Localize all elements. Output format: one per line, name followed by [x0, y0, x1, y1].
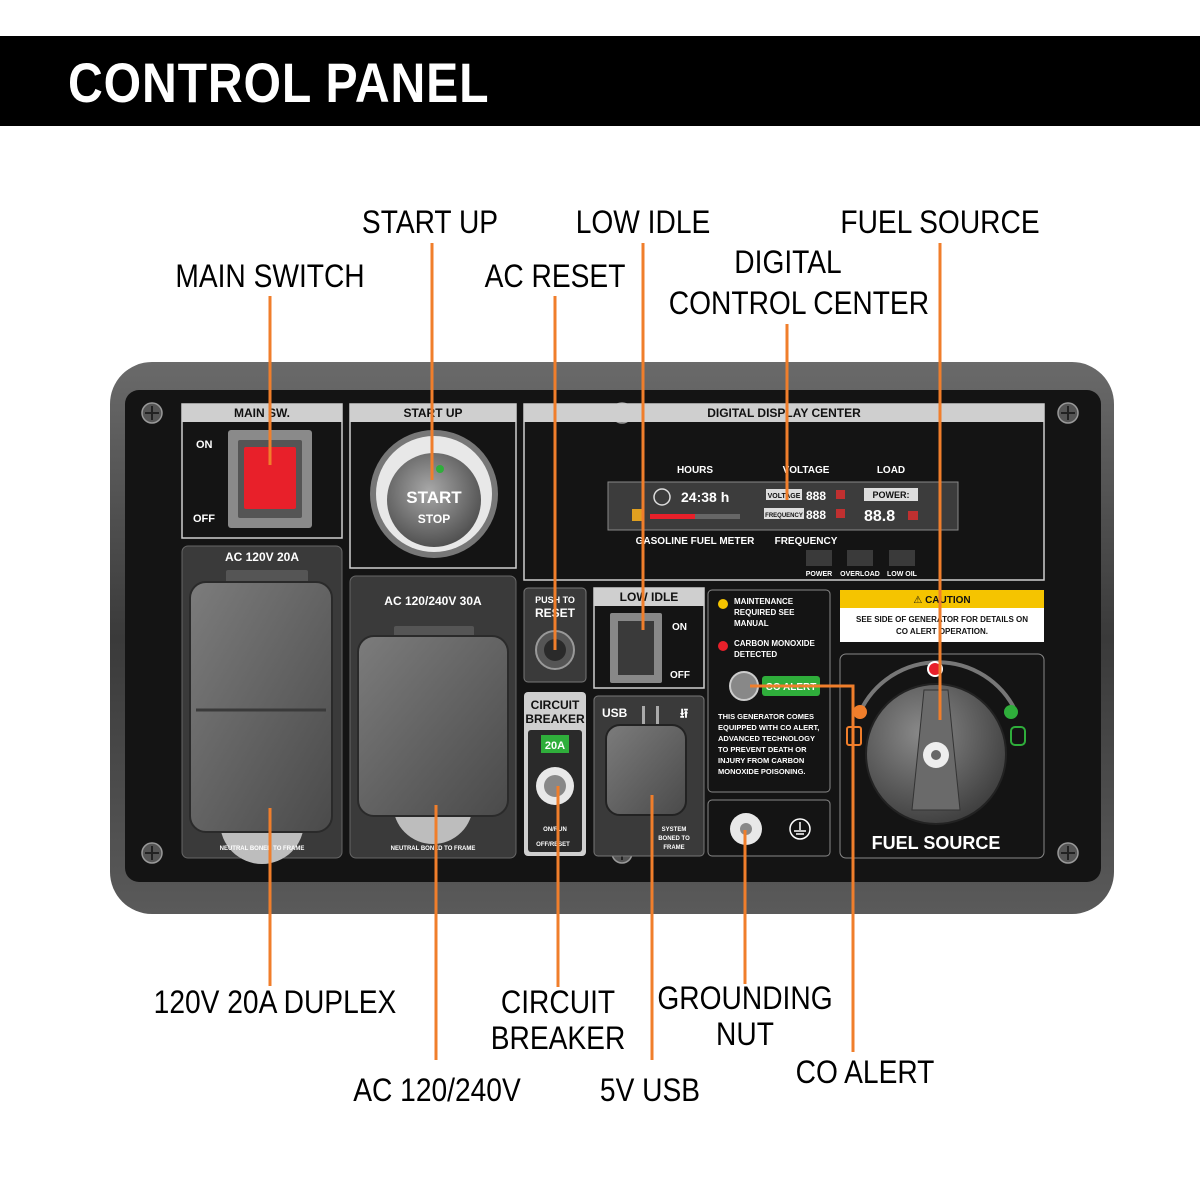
low-idle-title: LOW IDLE — [620, 590, 679, 604]
callout-duplex: 120V 20A DUPLEX — [153, 984, 397, 1020]
usb-note-1: SYSTEM — [662, 827, 687, 833]
co-body-3: ADVANCED TECHNOLOGY — [718, 734, 815, 743]
power-value: 88.8 — [864, 508, 895, 525]
frequency-tag: FREQUENCY — [765, 513, 803, 519]
usb-port-cover[interactable] — [605, 724, 687, 816]
breaker-line2: BREAKER — [525, 712, 585, 726]
low-idle-rocker[interactable] — [618, 621, 654, 675]
clock-icon — [653, 488, 671, 506]
caution-title: ⚠ CAUTION — [913, 595, 970, 606]
usb-note-3: FRAME — [663, 845, 684, 851]
fuel-meter-label: GASOLINE FUEL METER — [636, 536, 755, 547]
fuel-source-panel-label: FUEL SOURCE — [872, 833, 1001, 853]
fuel-source-module: FUEL SOURCE — [839, 653, 1045, 859]
ac-240-note: NEUTRAL BONED TO FRAME — [391, 846, 476, 852]
low-idle-module: LOW IDLE ON OFF — [593, 587, 705, 689]
main-sw-on-label: ON — [196, 439, 213, 451]
usb-note-2: BONED TO — [658, 836, 690, 842]
callout-start-up: START UP — [361, 204, 499, 240]
ac-240-title: AC 120/240V 30A — [384, 594, 482, 608]
caution-line1: SEE SIDE OF GENERATOR FOR DETAILS ON — [856, 615, 1028, 624]
co-body-5: INJURY FROM CARBON — [718, 756, 804, 765]
breaker-off-reset: OFF/RESET — [536, 842, 570, 848]
power-tag: POWER: — [873, 490, 910, 500]
breaker-rating: 20A — [545, 740, 565, 752]
display-title: DIGITAL DISPLAY CENTER — [707, 406, 861, 420]
voltage-tag: VOLTAGE — [768, 493, 801, 500]
maintenance-line1: MAINTENANCE — [734, 597, 794, 606]
co-body-6: MONOXIDE POISONING. — [718, 767, 806, 776]
callout-breaker-line1: CIRCUIT — [500, 984, 616, 1020]
low-idle-on: ON — [672, 622, 687, 633]
co-body-1: THIS GENERATOR COMES — [718, 712, 814, 721]
co-body-4: TO PREVENT DEATH OR — [718, 745, 807, 754]
start-stop-button[interactable] — [387, 453, 481, 547]
duplex-note: NEUTRAL BONED TO FRAME — [220, 846, 305, 852]
voltage-label: VOLTAGE — [783, 465, 830, 476]
ac-240-outlet-module: AC 120/240V 30A NEUTRAL BONED TO FRAME — [349, 575, 517, 859]
hours-value: 24:38 h — [681, 489, 729, 505]
caution-label: ⚠ CAUTION SEE SIDE OF GENERATOR FOR DETA… — [840, 590, 1044, 642]
leader-lines — [268, 243, 942, 1060]
ac-240-outlet-cover[interactable] — [357, 635, 509, 817]
start-label: START — [406, 488, 462, 507]
usb-title: USB — [602, 706, 628, 720]
page-title: CONTROL PANEL — [68, 51, 490, 114]
circuit-breaker-button[interactable] — [544, 775, 566, 797]
co-detected-line1: CARBON MONOXIDE — [734, 639, 816, 648]
duplex-outlet-module: AC 120V 20A NEUTRAL BONED TO FRAME — [181, 545, 343, 864]
callout-grounding-line1: GROUNDING — [657, 980, 833, 1016]
callout-ac-120-240: AC 120/240V — [353, 1072, 521, 1108]
header-banner — [0, 36, 1200, 126]
callout-usb: 5V USB — [599, 1072, 701, 1108]
grounding-module — [707, 799, 831, 857]
caution-line2: CO ALERT OPERATION. — [896, 627, 988, 636]
callout-fuel-source: FUEL SOURCE — [840, 204, 1040, 240]
callout-digital-line2: CONTROL CENTER — [668, 285, 930, 321]
callout-breaker-line2: BREAKER — [490, 1020, 626, 1056]
stop-label: STOP — [418, 512, 450, 526]
breaker-line1: CIRCUIT — [531, 698, 580, 712]
usb-symbol-icon: ⭿ — [680, 706, 689, 721]
fuel-icon — [632, 509, 642, 521]
ground-symbol-icon — [789, 818, 811, 840]
duplex-outlet-cover[interactable] — [189, 581, 333, 833]
main-sw-title: MAIN SW. — [234, 406, 290, 420]
hours-label: HOURS — [677, 465, 713, 476]
co-body-2: EQUIPPED WITH CO ALERT, — [718, 723, 819, 732]
callout-low-idle: LOW IDLE — [575, 204, 711, 240]
co-detected-line2: DETECTED — [734, 650, 777, 659]
indicator-power: POWER — [806, 571, 832, 578]
usb-module: USB ⭿ SYSTEM BONED TO FRAME — [593, 695, 705, 857]
maintenance-line2: REQUIRED SEE — [734, 608, 795, 617]
circuit-breaker-module: CIRCUIT BREAKER 20A ON/RUN OFF/RESET — [524, 692, 586, 856]
callout-grounding-line2: NUT — [716, 1016, 774, 1052]
propane-icon — [1010, 726, 1026, 746]
digital-display-module: DIGITAL DISPLAY CENTER HOURS VOLTAGE LOA… — [523, 403, 1045, 581]
frequency-label: FREQUENCY — [775, 536, 838, 547]
callout-main-switch: MAIN SWITCH — [175, 258, 365, 294]
voltage-digits: 888 — [806, 489, 826, 503]
callout-ac-reset: AC RESET — [484, 258, 626, 294]
start-up-module: START UP START STOP — [349, 403, 517, 569]
main-switch-rocker[interactable] — [244, 447, 296, 509]
duplex-title: AC 120V 20A — [225, 550, 299, 564]
indicator-low-oil: LOW OIL — [887, 571, 918, 578]
maintenance-line3: MANUAL — [734, 619, 769, 628]
low-idle-off: OFF — [670, 670, 690, 681]
indicator-overload: OVERLOAD — [840, 571, 880, 578]
load-label: LOAD — [877, 465, 905, 476]
callout-co-alert: CO ALERT — [795, 1054, 935, 1090]
callout-digital-line1: DIGITAL — [734, 244, 842, 280]
breaker-on-run: ON/RUN — [543, 827, 567, 833]
frequency-digits: 888 — [806, 508, 826, 522]
main-switch-module: MAIN SW. ON OFF — [181, 403, 343, 539]
main-sw-off-label: OFF — [193, 513, 215, 525]
